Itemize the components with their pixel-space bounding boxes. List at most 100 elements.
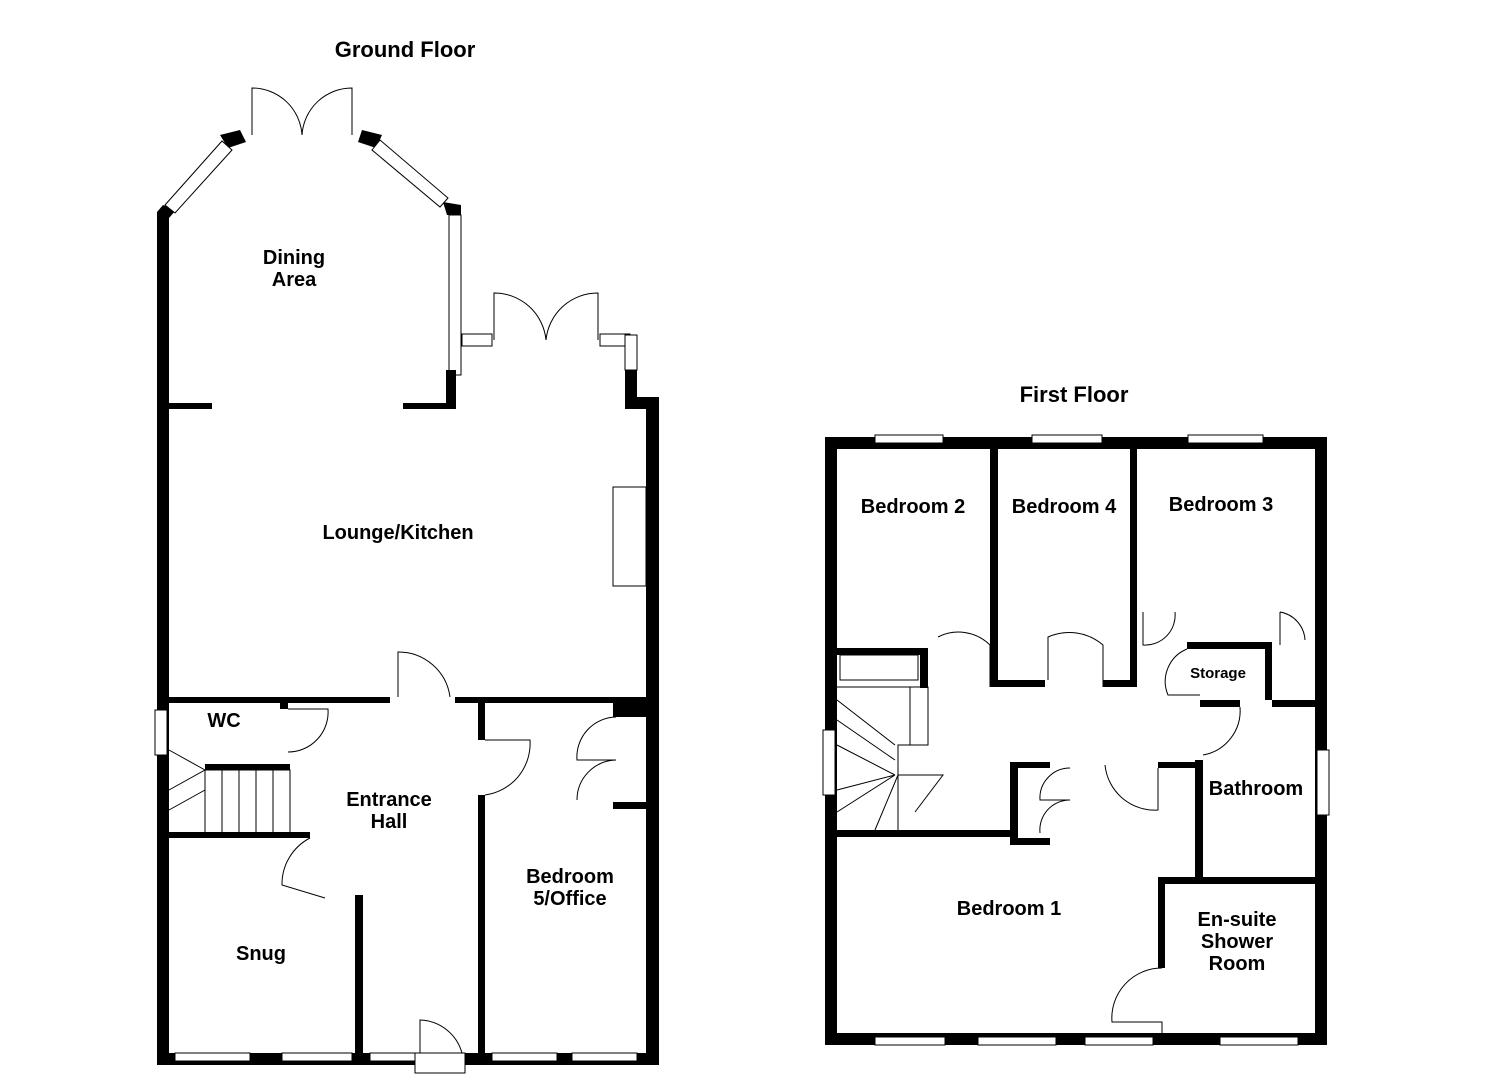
door xyxy=(1142,611,1176,646)
window xyxy=(448,214,462,376)
bay-window xyxy=(164,140,233,214)
wall xyxy=(169,697,390,703)
wall xyxy=(1187,642,1272,649)
window xyxy=(461,333,493,347)
window xyxy=(822,729,836,796)
window xyxy=(369,1052,416,1062)
wall xyxy=(1018,838,1050,845)
wall xyxy=(1272,700,1315,707)
wall xyxy=(358,130,382,148)
room-label-entrance-hall: Entrance xyxy=(346,789,432,811)
wall xyxy=(837,830,1013,837)
wall xyxy=(825,1033,1327,1045)
door xyxy=(937,631,991,687)
french-doors xyxy=(251,87,353,136)
wall xyxy=(157,212,169,1065)
wall xyxy=(1010,762,1050,768)
room-label-bedroom-2: Bedroom 2 xyxy=(861,496,965,518)
window xyxy=(571,1052,638,1062)
wall xyxy=(625,370,637,409)
window xyxy=(174,1052,251,1062)
wall xyxy=(1200,700,1240,707)
room-label-bedroom-5: 5/Office xyxy=(533,888,606,910)
room-label-bedroom-4: Bedroom 4 xyxy=(1012,496,1117,518)
room-label-bathroom: Bathroom xyxy=(1209,778,1303,800)
wall xyxy=(1158,877,1165,968)
window xyxy=(154,709,168,756)
room-label-entrance-hall: Hall xyxy=(371,811,408,833)
wall xyxy=(220,130,246,148)
wall xyxy=(1103,680,1137,687)
wall xyxy=(998,680,1045,687)
window xyxy=(1031,434,1103,444)
room-label-ensuite: Room xyxy=(1209,953,1266,975)
wall xyxy=(205,764,290,770)
window xyxy=(1084,1036,1154,1046)
wall xyxy=(646,397,659,1065)
staircase xyxy=(836,686,945,831)
door xyxy=(1202,706,1241,756)
room-label-ensuite: Shower xyxy=(1201,931,1273,953)
door xyxy=(281,837,326,899)
wall xyxy=(280,703,288,709)
door xyxy=(287,708,329,753)
bay-window xyxy=(371,139,449,208)
wall xyxy=(478,703,485,740)
wall xyxy=(1195,760,1203,880)
ground-floor-plan: Ground Floor xyxy=(154,37,659,1074)
wall xyxy=(1315,437,1327,1045)
wall xyxy=(443,202,461,215)
ground-floor-title: Ground Floor xyxy=(335,37,476,62)
front-door xyxy=(414,1052,466,1074)
window xyxy=(624,334,638,371)
door xyxy=(397,651,451,698)
wall xyxy=(446,370,456,409)
wall xyxy=(1158,762,1200,768)
wall xyxy=(613,802,646,809)
door xyxy=(1279,611,1306,645)
room-label-snug: Snug xyxy=(236,943,286,965)
room-label-bedroom-5: Bedroom xyxy=(526,866,614,888)
wall xyxy=(478,795,485,1053)
wall xyxy=(990,449,998,687)
wall xyxy=(1010,762,1018,845)
door xyxy=(1164,648,1200,696)
window xyxy=(874,434,944,444)
door xyxy=(1111,967,1163,1033)
room-label-bedroom-3: Bedroom 3 xyxy=(1169,494,1273,516)
room-label-dining: Area xyxy=(272,269,317,291)
wall xyxy=(1158,877,1315,884)
first-floor-title: First Floor xyxy=(1020,382,1129,407)
door xyxy=(1047,632,1104,687)
french-doors xyxy=(493,292,599,341)
window xyxy=(874,1036,946,1046)
wall xyxy=(920,648,928,688)
wall xyxy=(355,895,363,1053)
room-label-storage: Storage xyxy=(1190,665,1246,682)
window xyxy=(281,1052,353,1062)
wall xyxy=(169,403,212,409)
wall xyxy=(169,832,310,838)
wardrobe-doors xyxy=(576,716,617,801)
kitchen-counter xyxy=(612,486,647,587)
window xyxy=(1316,749,1330,816)
room-label-wc: WC xyxy=(207,710,240,732)
wall xyxy=(1265,642,1272,700)
door xyxy=(419,1019,463,1054)
room-label-ensuite: En-suite xyxy=(1198,909,1277,931)
window xyxy=(1219,1036,1299,1046)
wall xyxy=(403,403,456,409)
wall xyxy=(455,697,646,703)
window xyxy=(977,1036,1057,1046)
cupboard xyxy=(839,654,919,681)
door xyxy=(484,739,531,796)
door xyxy=(1104,764,1159,811)
first-floor-plan: First Floor xyxy=(822,382,1330,1046)
wall xyxy=(837,648,925,655)
cupboard-doors xyxy=(1039,767,1071,834)
room-label-dining: Dining xyxy=(263,247,325,269)
staircase xyxy=(168,749,291,832)
window xyxy=(491,1052,558,1062)
room-label-bedroom-1: Bedroom 1 xyxy=(957,898,1061,920)
